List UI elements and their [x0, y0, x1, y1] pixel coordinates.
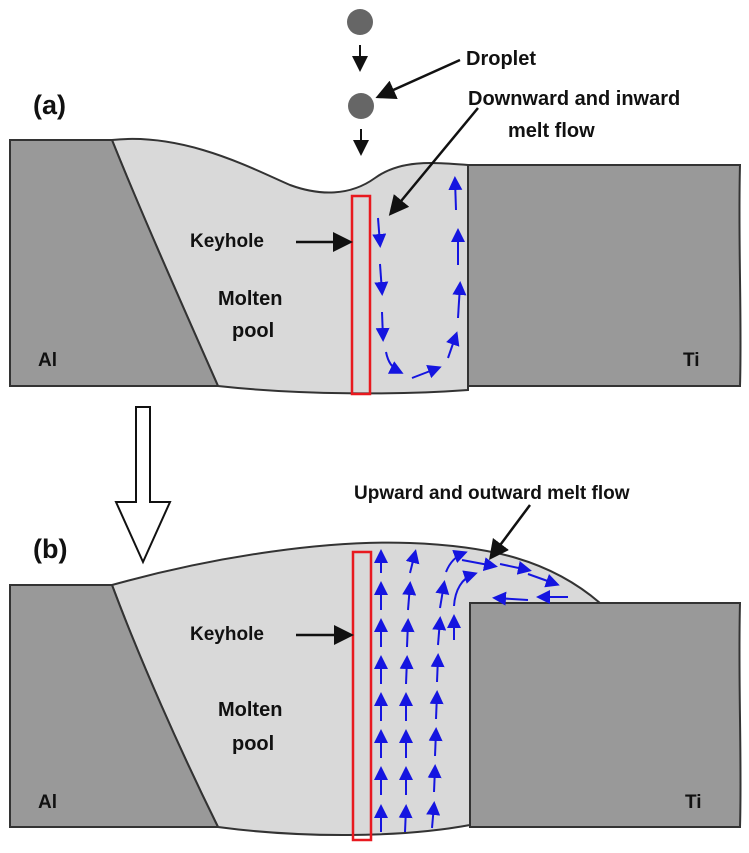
titanium-plate-a	[467, 164, 742, 387]
keyhole-b	[351, 550, 373, 842]
melt-flow-arrows-b	[374, 549, 568, 833]
droplet-label: Droplet	[466, 48, 536, 70]
aluminum-plate-a	[9, 139, 220, 387]
titanium-plate-b	[469, 602, 742, 828]
downward-flow-pointer-arrow	[388, 107, 479, 216]
downward-flow-label-line1: Downward and inward	[468, 88, 680, 110]
melt-flow-arrows-a	[372, 176, 467, 379]
molten-pool-label-b-line1: Molten	[218, 699, 282, 721]
al-label-a: Al	[38, 350, 57, 371]
droplet-icon	[347, 9, 373, 35]
molten-pool-label-b-line2: pool	[232, 733, 274, 755]
panel-a: (a) Droplet Downward and inward melt flo…	[9, 9, 742, 396]
panel-a-label: (a)	[33, 90, 66, 120]
aluminum-plate-b	[9, 584, 220, 828]
droplet-icon	[348, 93, 374, 119]
molten-pool-label-a-line1: Molten	[218, 288, 282, 310]
panel-b: (b) Upward and outward melt flow Keyhole…	[9, 483, 742, 842]
ti-label-a: Ti	[683, 350, 700, 371]
ti-label-b: Ti	[685, 792, 702, 813]
transition-arrow	[114, 406, 172, 565]
al-label-b: Al	[38, 792, 57, 813]
upward-flow-pointer-arrow	[489, 504, 532, 561]
keyhole-a	[350, 194, 372, 396]
downward-flow-label-line2: melt flow	[508, 120, 595, 142]
keyhole-label-b: Keyhole	[190, 624, 264, 645]
molten-pool-label-a-line2: pool	[232, 320, 274, 342]
keyhole-label-a: Keyhole	[190, 231, 264, 252]
upward-flow-label: Upward and outward melt flow	[354, 483, 630, 504]
droplet-pointer-arrow	[375, 58, 461, 99]
panel-b-label: (b)	[33, 534, 67, 564]
